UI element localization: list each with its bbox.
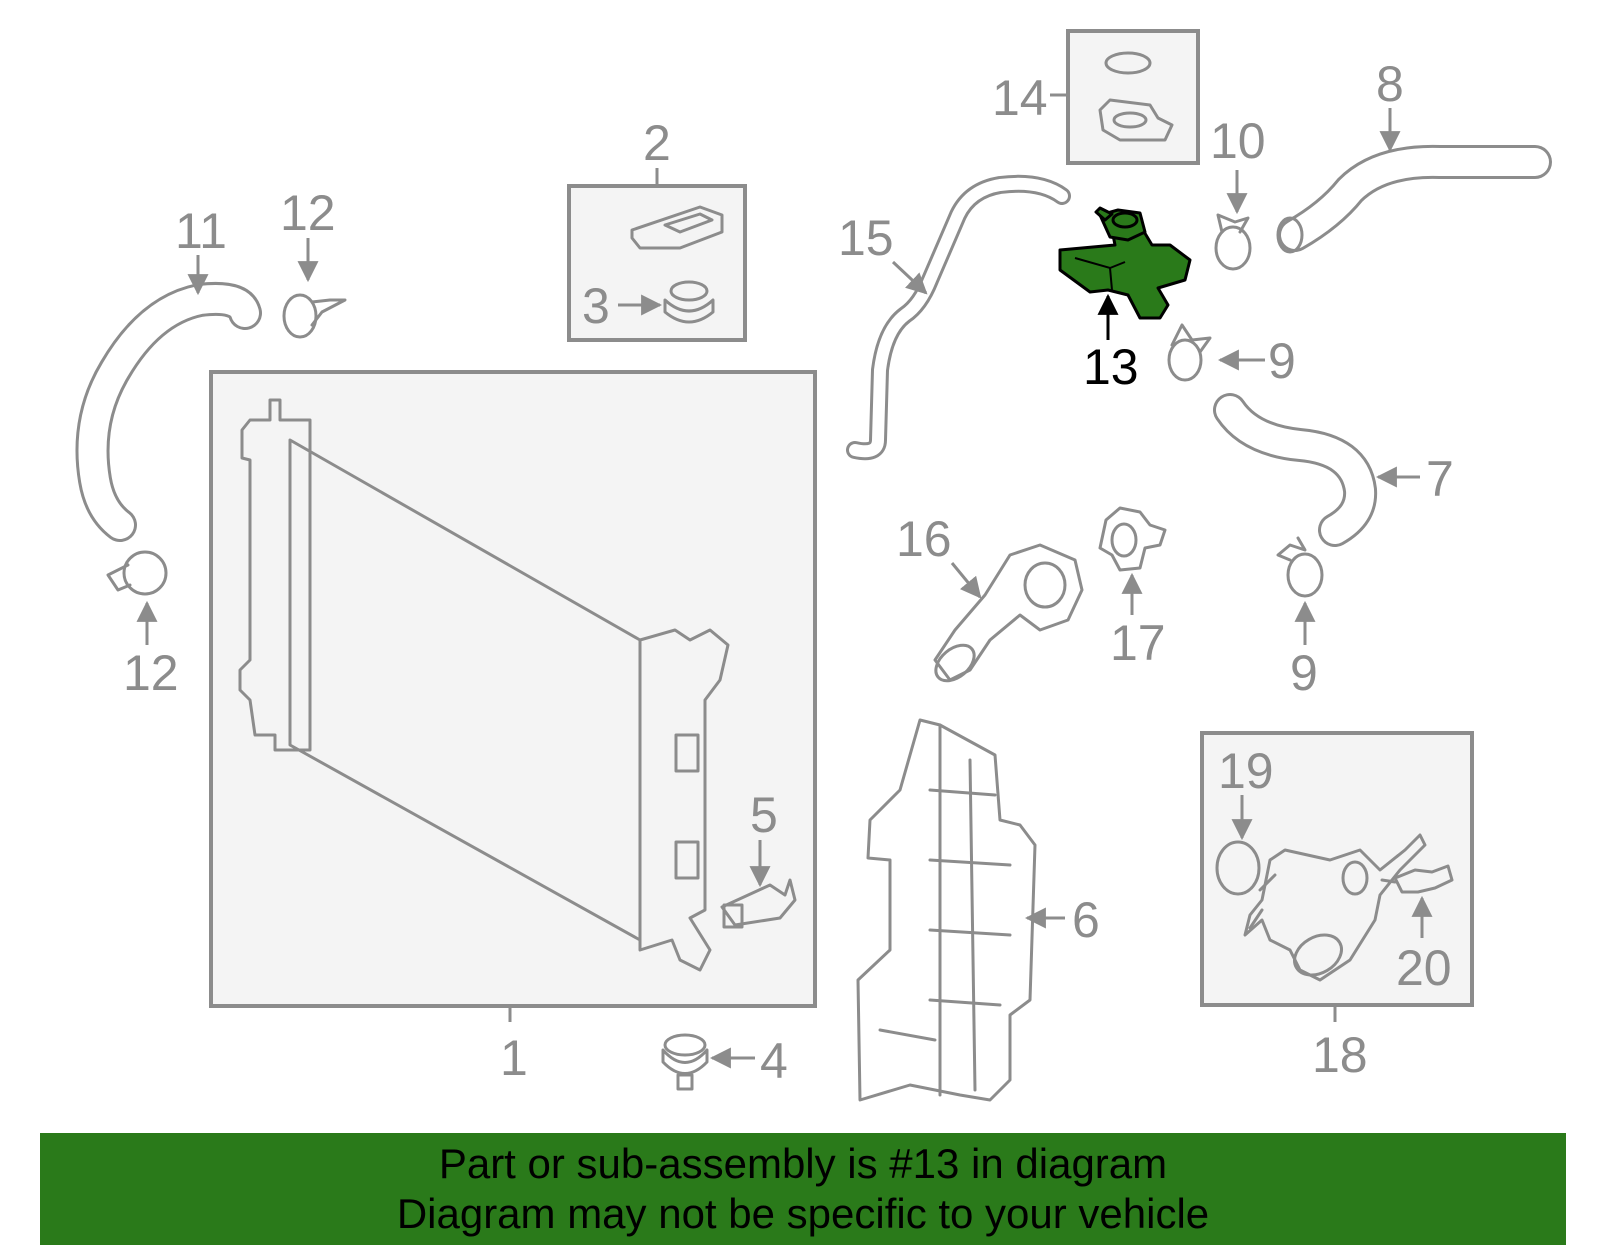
callout-5: 5 <box>750 787 778 843</box>
thermostat-17 <box>1098 506 1167 615</box>
air-guide-6 <box>856 718 1065 1102</box>
callout-6: 6 <box>1072 892 1100 948</box>
callout-13: 13 <box>1083 339 1139 395</box>
callout-9-upper: 9 <box>1268 333 1296 389</box>
clip-4 <box>661 1033 755 1091</box>
hose-8 <box>1276 108 1552 254</box>
clamp-10 <box>1214 170 1252 271</box>
callout-18: 18 <box>1312 1027 1368 1083</box>
callout-9-lower: 9 <box>1290 645 1318 701</box>
housing-kit-18 <box>1200 731 1474 1022</box>
hose-11 <box>75 255 262 542</box>
info-banner: Part or sub-assembly is #13 in diagram D… <box>40 1133 1566 1245</box>
part-13-highlighted <box>1058 206 1192 340</box>
clamp-9-upper <box>1167 323 1265 382</box>
callout-10: 10 <box>1210 113 1266 169</box>
callout-15: 15 <box>838 210 894 266</box>
banner-line-1: Part or sub-assembly is #13 in diagram <box>438 1140 1168 1187</box>
sensor-20 <box>1380 864 1454 938</box>
oring-19 <box>1215 795 1261 896</box>
clamp-12-lower <box>106 550 168 645</box>
callout-2: 2 <box>643 115 671 171</box>
callout-20: 20 <box>1396 940 1452 996</box>
callout-11: 11 <box>175 203 227 259</box>
callout-12-upper: 12 <box>280 185 336 241</box>
sensor-5 <box>720 840 797 929</box>
callout-14: 14 <box>992 70 1048 126</box>
cap-kit-14 <box>1050 29 1200 165</box>
banner-line-2: Diagram may not be specific to your vehi… <box>396 1190 1210 1237</box>
callout-12-lower: 12 <box>123 645 179 701</box>
radiator-assembly <box>209 370 817 1022</box>
clamp-12-upper <box>282 238 347 339</box>
callout-16: 16 <box>896 511 952 567</box>
callout-4: 4 <box>760 1033 788 1089</box>
callout-3: 3 <box>582 278 610 334</box>
callout-8: 8 <box>1376 56 1404 112</box>
callout-19: 19 <box>1218 743 1274 799</box>
callout-1: 1 <box>500 1030 528 1086</box>
hose-7 <box>1213 393 1420 547</box>
water-outlet-16 <box>933 543 1084 683</box>
clip-3 <box>618 280 715 324</box>
callout-7: 7 <box>1426 451 1454 507</box>
tube-15 <box>846 174 1071 461</box>
callout-17: 17 <box>1110 615 1166 671</box>
clamp-9-lower <box>1276 536 1324 645</box>
